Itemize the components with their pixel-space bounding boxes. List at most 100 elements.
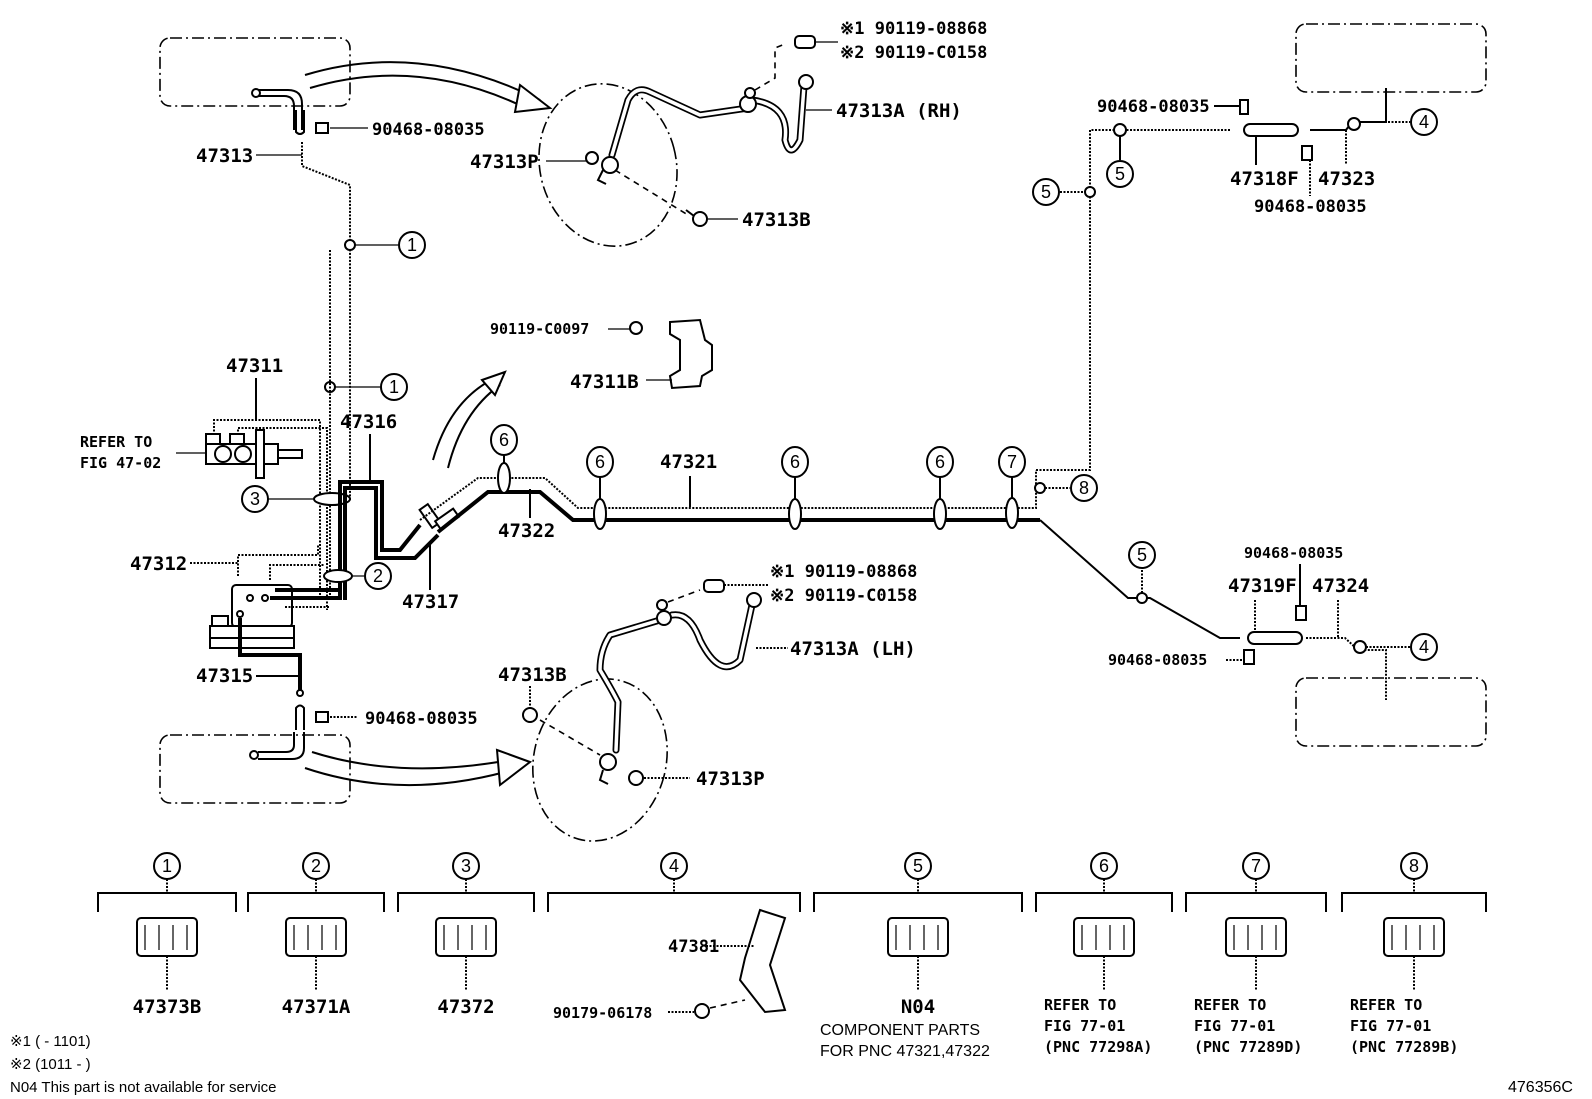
clip-marker-6[interactable]: 6 — [586, 446, 614, 530]
legend-number: 3 — [461, 856, 471, 876]
legend-number: 7 — [1251, 856, 1261, 876]
marker-number: 2 — [373, 566, 383, 586]
pipe-47321[interactable]: 47321 — [436, 451, 1040, 534]
clip-marker-2[interactable]: 2 — [323, 562, 392, 590]
part-label: 47371A — [282, 996, 351, 1018]
arrow-head — [480, 370, 507, 397]
pipe-47324[interactable]: 47324 — [1306, 575, 1387, 700]
clip-90468-08035-front-left[interactable]: 90468-08035 — [315, 709, 478, 729]
legend-number: 4 — [669, 856, 679, 876]
legend-panel-3: 3 47372 — [397, 852, 535, 1018]
legend-bracket — [813, 892, 1023, 912]
pipe-line — [301, 142, 351, 500]
clip-marker-5-right-lower[interactable]: 5 — [1128, 541, 1156, 604]
clip-90468-08035-rear-left-bottom[interactable]: 90468-08035 — [1108, 649, 1255, 669]
brake-caliper-outline — [538, 83, 678, 247]
refer-label: REFER TO — [1350, 996, 1422, 1014]
wheel-area-outline — [159, 37, 351, 107]
rear-right-wheel-area — [1295, 23, 1487, 93]
part-label: 90468-08035 — [365, 709, 478, 729]
refer-label: REFER TO — [1044, 996, 1116, 1014]
refer-fig-47-02[interactable]: REFER TO FIG 47-02 — [80, 433, 206, 472]
marker-number: 5 — [1041, 182, 1051, 202]
refer-label: FIG 77-01 — [1194, 1017, 1275, 1035]
refer-label: FIG 77-01 — [1044, 1017, 1125, 1035]
union-bolt-lh[interactable]: ※1 90119-08868 ※2 90119-C0158 — [724, 562, 917, 606]
clip-marker-4-rear-left[interactable]: 4 — [1353, 633, 1438, 661]
clip-marker-6[interactable]: 6 — [781, 446, 809, 530]
clip-marker-7[interactable]: 7 — [998, 446, 1026, 529]
part-label: 47373B — [133, 996, 202, 1018]
clip-part-icon[interactable]: N04 — [887, 917, 949, 1018]
part-label: 47313A (RH) — [836, 100, 962, 122]
flexible-hose-47318F[interactable]: 47318F — [1230, 123, 1299, 190]
refer-label: (PNC 77289B) — [1350, 1038, 1458, 1056]
footnote-2: ※2 (1011 - ) — [10, 1056, 91, 1073]
pipe-47316[interactable]: 47316 — [338, 411, 440, 600]
part-label: ※1 90119-08868 — [770, 562, 917, 582]
bolt-lh[interactable]: 47313B — [498, 664, 567, 723]
arrow-curve — [432, 377, 496, 461]
pipe-47312[interactable]: 47312 — [130, 545, 325, 580]
clip-marker-5-right-upper-b[interactable]: 5 — [1106, 123, 1134, 188]
clip-90468-08035-rear-right-bottom[interactable]: 90468-08035 — [1254, 145, 1367, 217]
clip-marker-8[interactable]: 8 — [1034, 474, 1098, 502]
union-bolt-rh[interactable]: ※1 90119-08868 ※2 90119-C0158 — [815, 19, 987, 63]
part-label: N04 — [901, 996, 935, 1018]
refer-label: REFER TO — [80, 433, 152, 451]
marker-number: 6 — [790, 452, 800, 472]
part-label: 47324 — [1312, 575, 1369, 597]
part-label: ※2 90119-C0158 — [840, 43, 987, 63]
clip-marker-6[interactable]: 6 — [490, 424, 518, 494]
legend-bracket — [97, 892, 237, 912]
bracket-bolt-90119-C0097[interactable]: 90119-C0097 — [490, 320, 643, 338]
pipe-rear-left-run — [1039, 519, 1240, 639]
clip-marker-1-lower[interactable]: 1 — [324, 373, 408, 401]
part-label: 47317 — [402, 591, 459, 613]
clip-marker-6[interactable]: 6 — [926, 446, 954, 530]
gasket-rh[interactable]: 47313P — [470, 151, 599, 173]
pipe-47323[interactable]: 47323 — [1310, 88, 1387, 190]
clip-part-icon[interactable]: 47371A — [282, 917, 351, 1018]
flex-hose-icon — [1247, 631, 1303, 645]
pipe-47315[interactable]: 47315 — [196, 618, 304, 697]
flexible-hose-lh[interactable]: 47313A (LH) — [756, 638, 916, 660]
clip-marker-5-right-upper-a[interactable]: 5 — [1032, 178, 1096, 206]
flexible-hose-rh[interactable]: 47313A (RH) — [806, 100, 962, 122]
clip-90468-08035-rear-right-top[interactable]: 90468-08035 — [1097, 97, 1249, 117]
legend-number: 5 — [913, 856, 923, 876]
part-label: 47313 — [196, 145, 253, 167]
gasket-lh[interactable]: 47313P — [628, 768, 765, 790]
part-label: 47315 — [196, 665, 253, 687]
part-label: 47313A (LH) — [790, 638, 916, 660]
part-label: 47381 — [668, 937, 719, 957]
pipe-47313[interactable]: 47313 — [196, 142, 351, 500]
bracket-47311B[interactable]: 47311B — [570, 318, 713, 393]
clip-marker-3[interactable]: 3 — [241, 485, 351, 513]
clip-part-icon[interactable]: 47372 — [435, 917, 497, 1018]
master-cylinder[interactable]: 47311 — [205, 355, 328, 610]
clip-90468-08035-front-right[interactable]: 90468-08035 — [315, 120, 485, 140]
clip-90468-08035-rear-left-top[interactable]: 90468-08035 — [1244, 544, 1343, 621]
legend-bracket — [1185, 892, 1327, 912]
gasket-icon — [628, 770, 644, 786]
clip-part-icon[interactable]: 47373B — [133, 917, 202, 1018]
part-label: 47322 — [498, 520, 555, 542]
clip-marker-4-rear-right[interactable]: 4 — [1360, 108, 1438, 136]
bolt-rh[interactable]: 47313B — [685, 209, 811, 231]
pipe-end-loop — [295, 110, 305, 135]
pipe-47317[interactable]: 47317 — [402, 502, 461, 613]
marker-number: 5 — [1137, 545, 1147, 565]
flexible-hose-47319F[interactable]: 47319F — [1228, 575, 1303, 645]
clip-marker-1-upper[interactable]: 1 — [344, 231, 426, 259]
legend-bracket — [547, 892, 801, 912]
part-label: 47312 — [130, 553, 187, 575]
arrow-curve — [309, 74, 531, 111]
pipe-rear-right-run — [1036, 129, 1230, 471]
